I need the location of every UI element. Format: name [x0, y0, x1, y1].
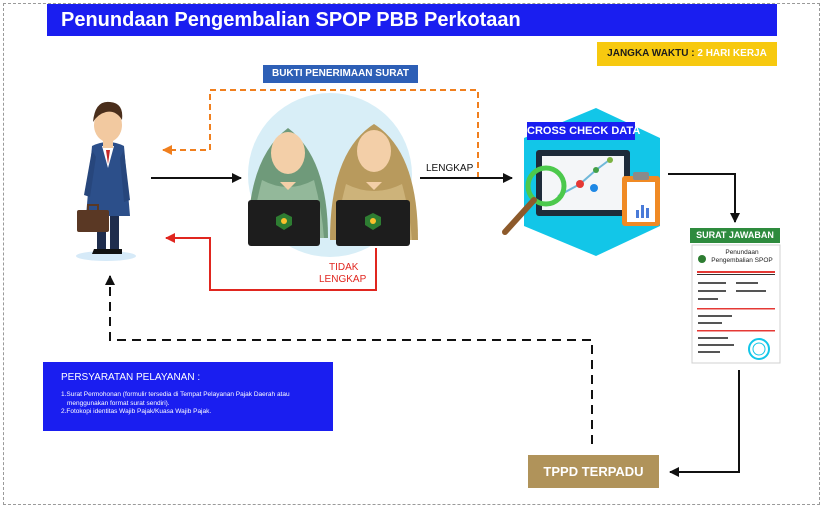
receipt-label: BUKTI PENERIMAAN SURAT [263, 65, 418, 83]
letter-document-icon [691, 244, 781, 364]
letter-title-line1: Penundaan [725, 249, 759, 256]
requirements-title: PERSYARATAN PELAYANAN : [61, 372, 201, 383]
deadline-colon: : [691, 48, 698, 59]
page-title: Penundaan Pengembalian SPOP PBB Perkotaa… [47, 4, 777, 36]
deadline-badge: JANGKA WAKTU : 2 HARI KERJA [597, 42, 777, 66]
clipboard-icon [622, 172, 660, 226]
requirement-item-2: 2.Fotokopi identitas Wajib Pajak/Kuasa W… [61, 408, 212, 415]
incomplete-label-line2: LENGKAP [319, 274, 367, 285]
requirement-item-1-line1: 1.Surat Permohonan (formulir tersedia di… [61, 391, 290, 398]
officers-illustration [248, 93, 418, 257]
deadline-label: JANGKA WAKTU [607, 48, 689, 59]
incomplete-label-line1: TIDAK [329, 262, 359, 273]
crosscheck-illustration [502, 108, 660, 256]
tppd-box: TPPD TERPADU [528, 455, 659, 488]
laptop-icon [336, 200, 410, 246]
crosscheck-label: CROSS CHECK DATA [527, 122, 640, 140]
requirements-box: PERSYARATAN PELAYANAN : 1.Surat Permohon… [43, 362, 333, 431]
magnifier-icon [502, 165, 567, 235]
requirement-item-1-line2: menggunakan format surat sendiri). [67, 399, 170, 407]
reply-letter-label: SURAT JAWABAN [690, 228, 780, 243]
laptop-icon [248, 200, 320, 246]
deadline-value: 2 HARI KERJA [697, 48, 767, 59]
taxpayer-person-icon [76, 101, 136, 261]
complete-label: LENGKAP [426, 163, 474, 174]
letter-title-line2: Pengembalian SPOP [711, 257, 773, 264]
page-frame [3, 3, 820, 505]
